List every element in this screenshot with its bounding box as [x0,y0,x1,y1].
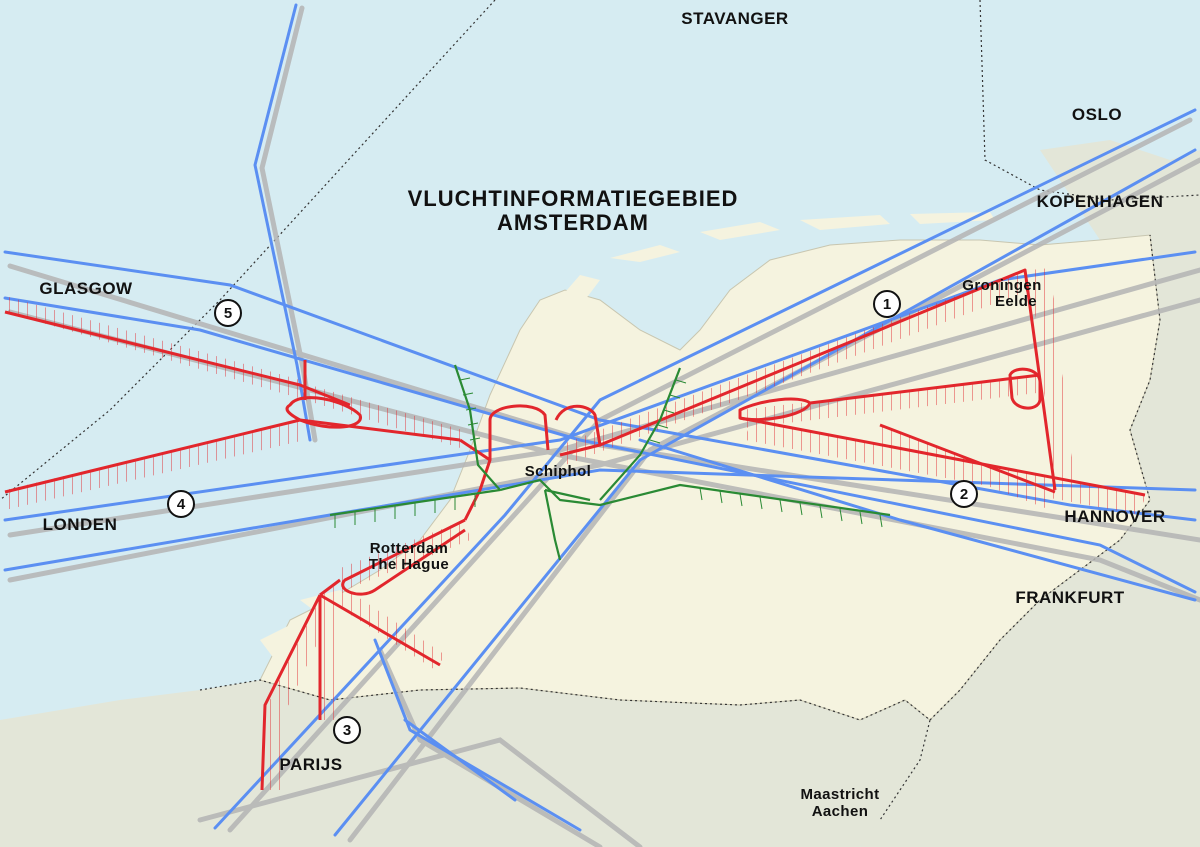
svg-text:3: 3 [343,722,351,739]
airway-parijs-oslo [333,148,1197,837]
region-label-londen: LONDEN [43,515,118,534]
airport-label-groningen-line2: Eelde [995,293,1037,310]
route-marker-2: 2 [950,480,978,508]
arrival-routes [4,268,1146,791]
fir-title-line1: VLUCHTINFORMATIEGEBIED [408,186,739,211]
route-marker-3: 3 [333,716,361,744]
region-label-oslo: OSLO [1072,105,1122,124]
fir-title-line2: AMSTERDAM [497,210,649,235]
airport-label-maastricht-line2: Aachen [812,803,869,820]
foreign-land-east [860,220,1200,847]
departure-routes [329,364,891,561]
airport-label-rotterdam-line1: Rotterdam [370,540,449,557]
airway-south-1 [373,638,582,832]
airway-parijs-kopenhagen [213,108,1197,830]
airway-londen-groningen [3,250,1197,522]
svg-text:4: 4 [177,496,186,513]
airport-label-schiphol: Schiphol [525,463,592,480]
region-label-stavanger: STAVANGER [681,9,788,28]
airway-south-2 [403,718,517,802]
airway-north [253,3,312,442]
wadden-islands [560,212,995,300]
airport-label-rotterdam-line2: The Hague [369,556,449,573]
arrival-hatches [5,268,1145,790]
airport-label-maastricht-line1: Maastricht [800,786,879,803]
fir-boundaries [0,0,1200,821]
region-label-glasgow: GLASGOW [39,279,133,298]
airway-londen-hannover [3,468,1197,572]
airways [3,3,1197,837]
svg-text:1: 1 [883,296,891,313]
svg-text:2: 2 [960,486,968,503]
airport-label-groningen-line1: Groningen [962,277,1041,294]
svg-text:5: 5 [224,305,232,322]
departure-hatches [334,377,883,528]
route-marker-1: 1 [873,290,901,318]
airway-glasgow-hannover [3,250,1197,522]
region-label-parijs: PARIJS [279,755,342,774]
region-label-kopenhagen: KOPENHAGEN [1037,192,1164,211]
route-marker-5: 5 [214,299,242,327]
region-label-frankfurt: FRANKFURT [1015,588,1124,607]
airway-frankfurt [638,438,1197,602]
route-marker-4: 4 [167,490,195,518]
region-label-hannover: HANNOVER [1064,507,1165,526]
